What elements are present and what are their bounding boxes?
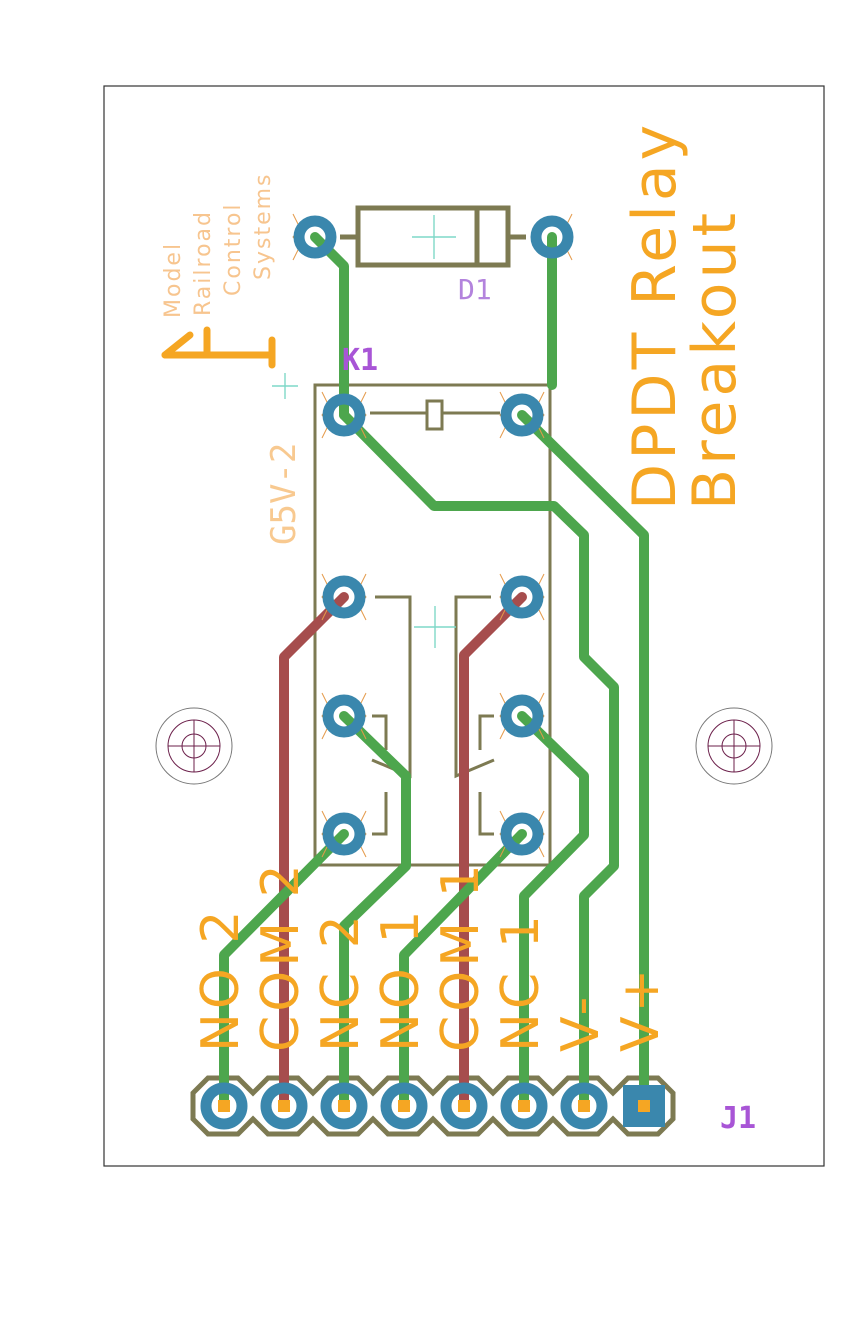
pin-label-vplus: V+ [611,965,671,1052]
pad-markers [292,213,573,858]
logo-word-systems: Systems [251,173,276,281]
header-outline [190,1075,676,1137]
mount-hole-right [695,707,773,785]
relay-package [313,383,552,867]
pin-label-com2: COM 2 [251,860,311,1052]
header-ref: J1 [720,1101,756,1136]
board-title-line1: DPDT Relay [620,121,690,510]
header-pads [200,1082,665,1130]
logo-word-control: Control [221,202,246,296]
logo-text: Model Railroad Control Systems [161,173,276,319]
mount-hole-left [155,707,233,785]
logo-graphic [161,326,276,369]
origin-markers [272,215,456,648]
pin-label-nc2: NC 2 [311,911,371,1052]
pin-labels: NO 2 COM 2 NC 2 NO 1 COM 1 NC 1 V- V+ [191,860,671,1052]
logo-word-model: Model [161,242,186,318]
pin-label-com1: COM 1 [431,860,491,1052]
diode-package [340,205,526,268]
logo-word-railroad: Railroad [191,210,216,316]
relay-value: G5V-2 [264,443,304,545]
pin-label-vminus: V- [551,993,611,1052]
relay-pads [322,393,544,856]
pin-label-nc1: NC 1 [491,911,551,1052]
diode-pads [293,215,574,259]
board-outline [103,85,825,1167]
pin-label-no1: NO 1 [371,907,431,1052]
diode-ref: D1 [458,273,492,306]
relay-ref: K1 [342,343,378,378]
board-title-line2: Breakout [680,209,750,510]
pin-label-no2: NO 2 [191,907,251,1052]
